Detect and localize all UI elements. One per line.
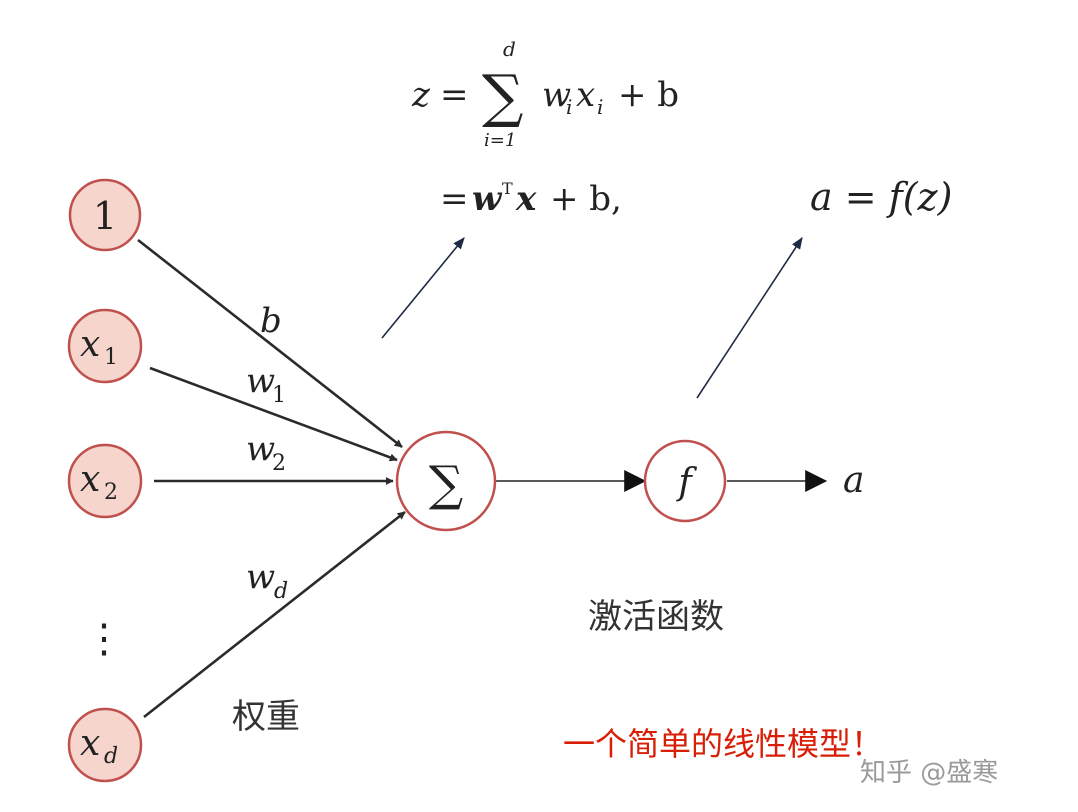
weight-label-w2: w 2 (246, 429, 286, 476)
input-node-x2-subscript: 2 (104, 480, 118, 505)
sum-formula: z = ∑ d i=1 w i x i + b = w T x + b, (411, 37, 679, 219)
input-vector: x (515, 179, 537, 219)
input-node-xd-label: x (80, 723, 100, 764)
input-node-xd-subscript: d (104, 744, 118, 769)
output-label: a (843, 460, 864, 501)
formula-x: x (576, 75, 595, 115)
weight-label-wd: w d (246, 557, 288, 604)
weight-label-b: b (260, 301, 282, 341)
weight-vector: w (472, 179, 503, 219)
activation-node: f (643, 439, 727, 523)
svg-text:d: d (274, 579, 288, 604)
weight-label-w1: w 1 (246, 361, 286, 408)
edge-xd (143, 510, 406, 719)
input-node-bias: 1 (68, 178, 142, 252)
weights-label: 权重 (232, 697, 300, 737)
svg-text:2: 2 (272, 451, 286, 476)
formula-w-subscript: i (566, 95, 572, 119)
formula-equals-2: = (440, 179, 469, 219)
formula-plus-bias-2: + b, (550, 179, 622, 219)
svg-text:1: 1 (272, 383, 286, 408)
watermark: 知乎 @盛寒 (860, 758, 998, 788)
svg-text:w: w (246, 361, 275, 401)
formula-equals: = (440, 75, 469, 115)
input-node-x1-subscript: 1 (104, 345, 118, 370)
formula-w: w (542, 75, 571, 115)
pointer-arrow-to-activation-formula (696, 236, 803, 399)
summation-node: ∑ (395, 430, 497, 532)
caption-simple-linear-model: 一个简单的线性模型！ (563, 725, 883, 763)
summation-lower-limit: i=1 (484, 130, 516, 151)
input-node-xd: x d (67, 707, 143, 783)
transpose-mark: T (502, 179, 513, 198)
formula-plus-bias: + b (618, 75, 679, 115)
input-node-x1: x 1 (67, 308, 143, 384)
edge-x1 (149, 366, 398, 462)
summation-symbol: ∑ (482, 62, 523, 130)
summation-node-label: ∑ (429, 456, 463, 512)
activation-function-label: 激活函数 (588, 597, 724, 637)
input-node-x1-label: x (80, 324, 100, 365)
formula-x-subscript: i (597, 95, 603, 119)
activation-formula: a = f(z) (810, 175, 952, 219)
input-node-x2: x 2 (67, 443, 143, 519)
input-node-bias-label: 1 (93, 194, 117, 238)
summation-upper-limit: d (503, 37, 516, 61)
input-ellipsis: ⋮ (84, 616, 124, 662)
edge-bias (137, 238, 403, 449)
svg-text:w: w (246, 429, 275, 469)
svg-text:w: w (246, 557, 275, 597)
input-node-x2-label: x (80, 459, 100, 500)
pointer-arrow-to-sum-formula (381, 237, 465, 339)
formula-z: z (411, 75, 431, 115)
